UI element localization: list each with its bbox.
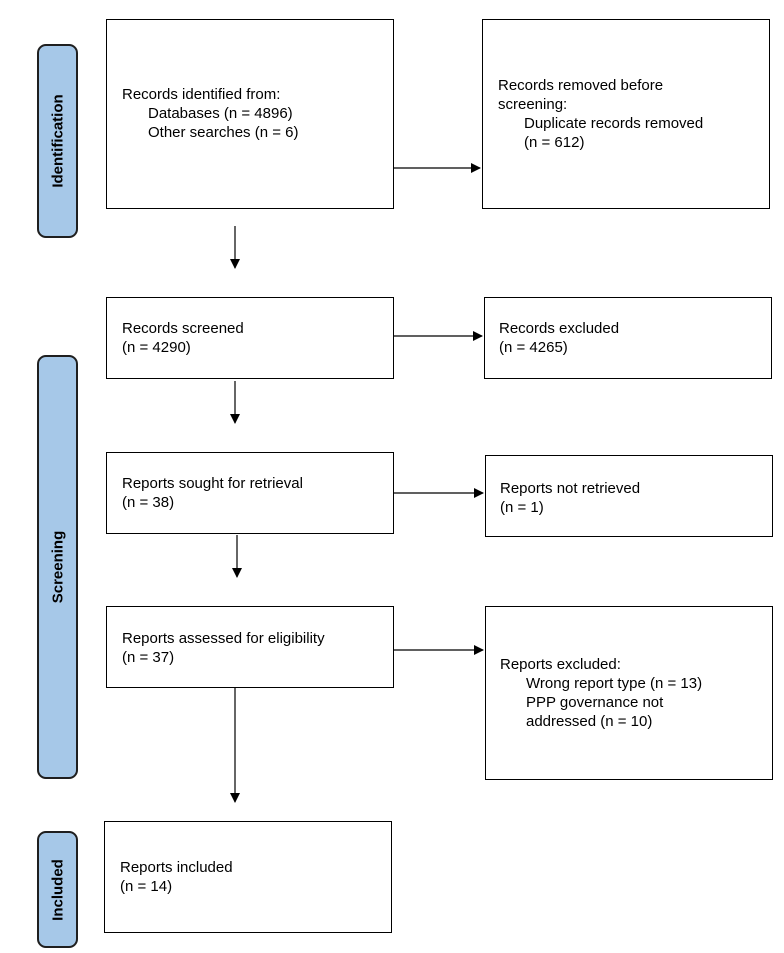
reports-sought-box: Reports sought for retrieval (n = 38) [106, 452, 394, 534]
reports-excluded-wrong-type: Wrong report type (n = 13) [526, 675, 703, 692]
phase-included: Included [37, 831, 78, 948]
reports-included-count: (n = 14) [120, 878, 173, 895]
reports-excluded-box: Reports excluded: Wrong report type (n =… [485, 606, 773, 780]
reports-excluded-ppp-1: PPP governance not [526, 694, 664, 711]
phase-screening: Screening [37, 355, 78, 779]
reports-included-title: Reports included [120, 859, 233, 876]
records-removed-duplicates: Duplicate records removed [524, 115, 704, 132]
records-screened-title: Records screened [122, 320, 244, 337]
reports-assessed-title: Reports assessed for eligibility [122, 630, 325, 647]
reports-assessed-box: Reports assessed for eligibility (n = 37… [106, 606, 394, 688]
reports-sought-title: Reports sought for retrieval [122, 475, 303, 492]
records-removed-title-2: screening: [498, 96, 568, 113]
phase-identification: Identification [37, 44, 78, 238]
reports-sought-count: (n = 38) [122, 494, 175, 511]
records-excluded-box: Records excluded (n = 4265) [484, 297, 772, 379]
records-identified-title: Records identified from: [122, 86, 281, 103]
reports-not-retrieved-box: Reports not retrieved (n = 1) [485, 455, 773, 537]
records-screened-count: (n = 4290) [122, 339, 191, 356]
reports-assessed-count: (n = 37) [122, 649, 175, 666]
reports-included-box: Reports included (n = 14) [104, 821, 392, 933]
records-removed-title-1: Records removed before [498, 77, 664, 94]
records-identified-box: Records identified from: Databases (n = … [106, 19, 394, 209]
records-identified-other: Other searches (n = 6) [148, 124, 299, 141]
records-removed-box: Records removed before screening: Duplic… [482, 19, 770, 209]
records-excluded-title: Records excluded [499, 320, 620, 337]
reports-excluded-ppp-2: addressed (n = 10) [526, 713, 653, 730]
records-identified-databases: Databases (n = 4896) [148, 105, 293, 122]
records-screened-box: Records screened (n = 4290) [106, 297, 394, 379]
reports-not-retrieved-count: (n = 1) [500, 499, 544, 516]
records-removed-count: (n = 612) [524, 134, 585, 151]
reports-excluded-title: Reports excluded: [500, 656, 621, 673]
records-excluded-count: (n = 4265) [499, 339, 568, 356]
reports-not-retrieved-title: Reports not retrieved [500, 480, 641, 497]
